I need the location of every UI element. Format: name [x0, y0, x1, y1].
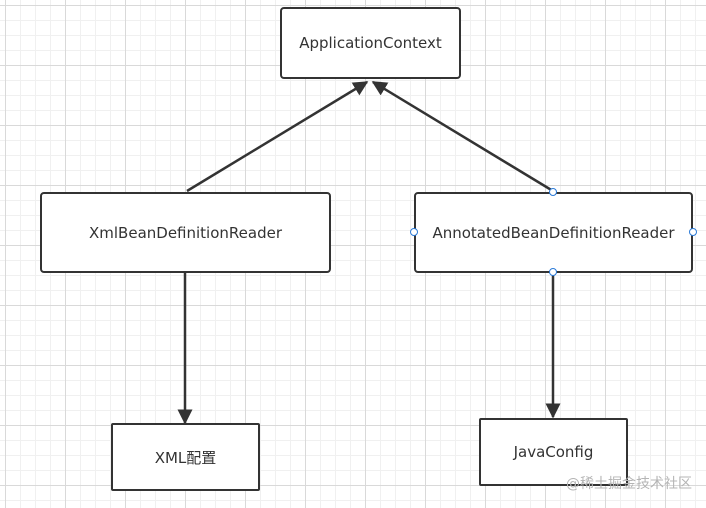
watermark: @稀土掘金技术社区	[566, 476, 692, 492]
node-xml-config-label: XML配置	[154, 448, 217, 467]
edge-annotated-reader-to-application-context	[371, 80, 554, 193]
connection-handle-left[interactable]	[410, 228, 418, 236]
node-xml-bean-definition-reader-label: XmlBeanDefinitionReader	[89, 223, 282, 242]
node-annotated-bean-definition-reader[interactable]: AnnotatedBeanDefinitionReader	[414, 192, 693, 273]
node-xml-config[interactable]: XML配置	[111, 423, 260, 491]
connection-handle-top[interactable]	[549, 188, 557, 196]
node-application-context[interactable]: ApplicationContext	[280, 7, 461, 79]
node-xml-bean-definition-reader[interactable]: XmlBeanDefinitionReader	[40, 192, 331, 273]
node-java-config[interactable]: JavaConfig	[479, 418, 628, 486]
connection-handle-right[interactable]	[689, 228, 697, 236]
node-java-config-label: JavaConfig	[513, 443, 594, 461]
node-annotated-bean-definition-reader-label: AnnotatedBeanDefinitionReader	[432, 223, 675, 242]
connection-handle-bottom[interactable]	[549, 268, 557, 276]
node-application-context-label: ApplicationContext	[299, 34, 442, 52]
edge-xml-reader-to-application-context	[186, 80, 369, 193]
